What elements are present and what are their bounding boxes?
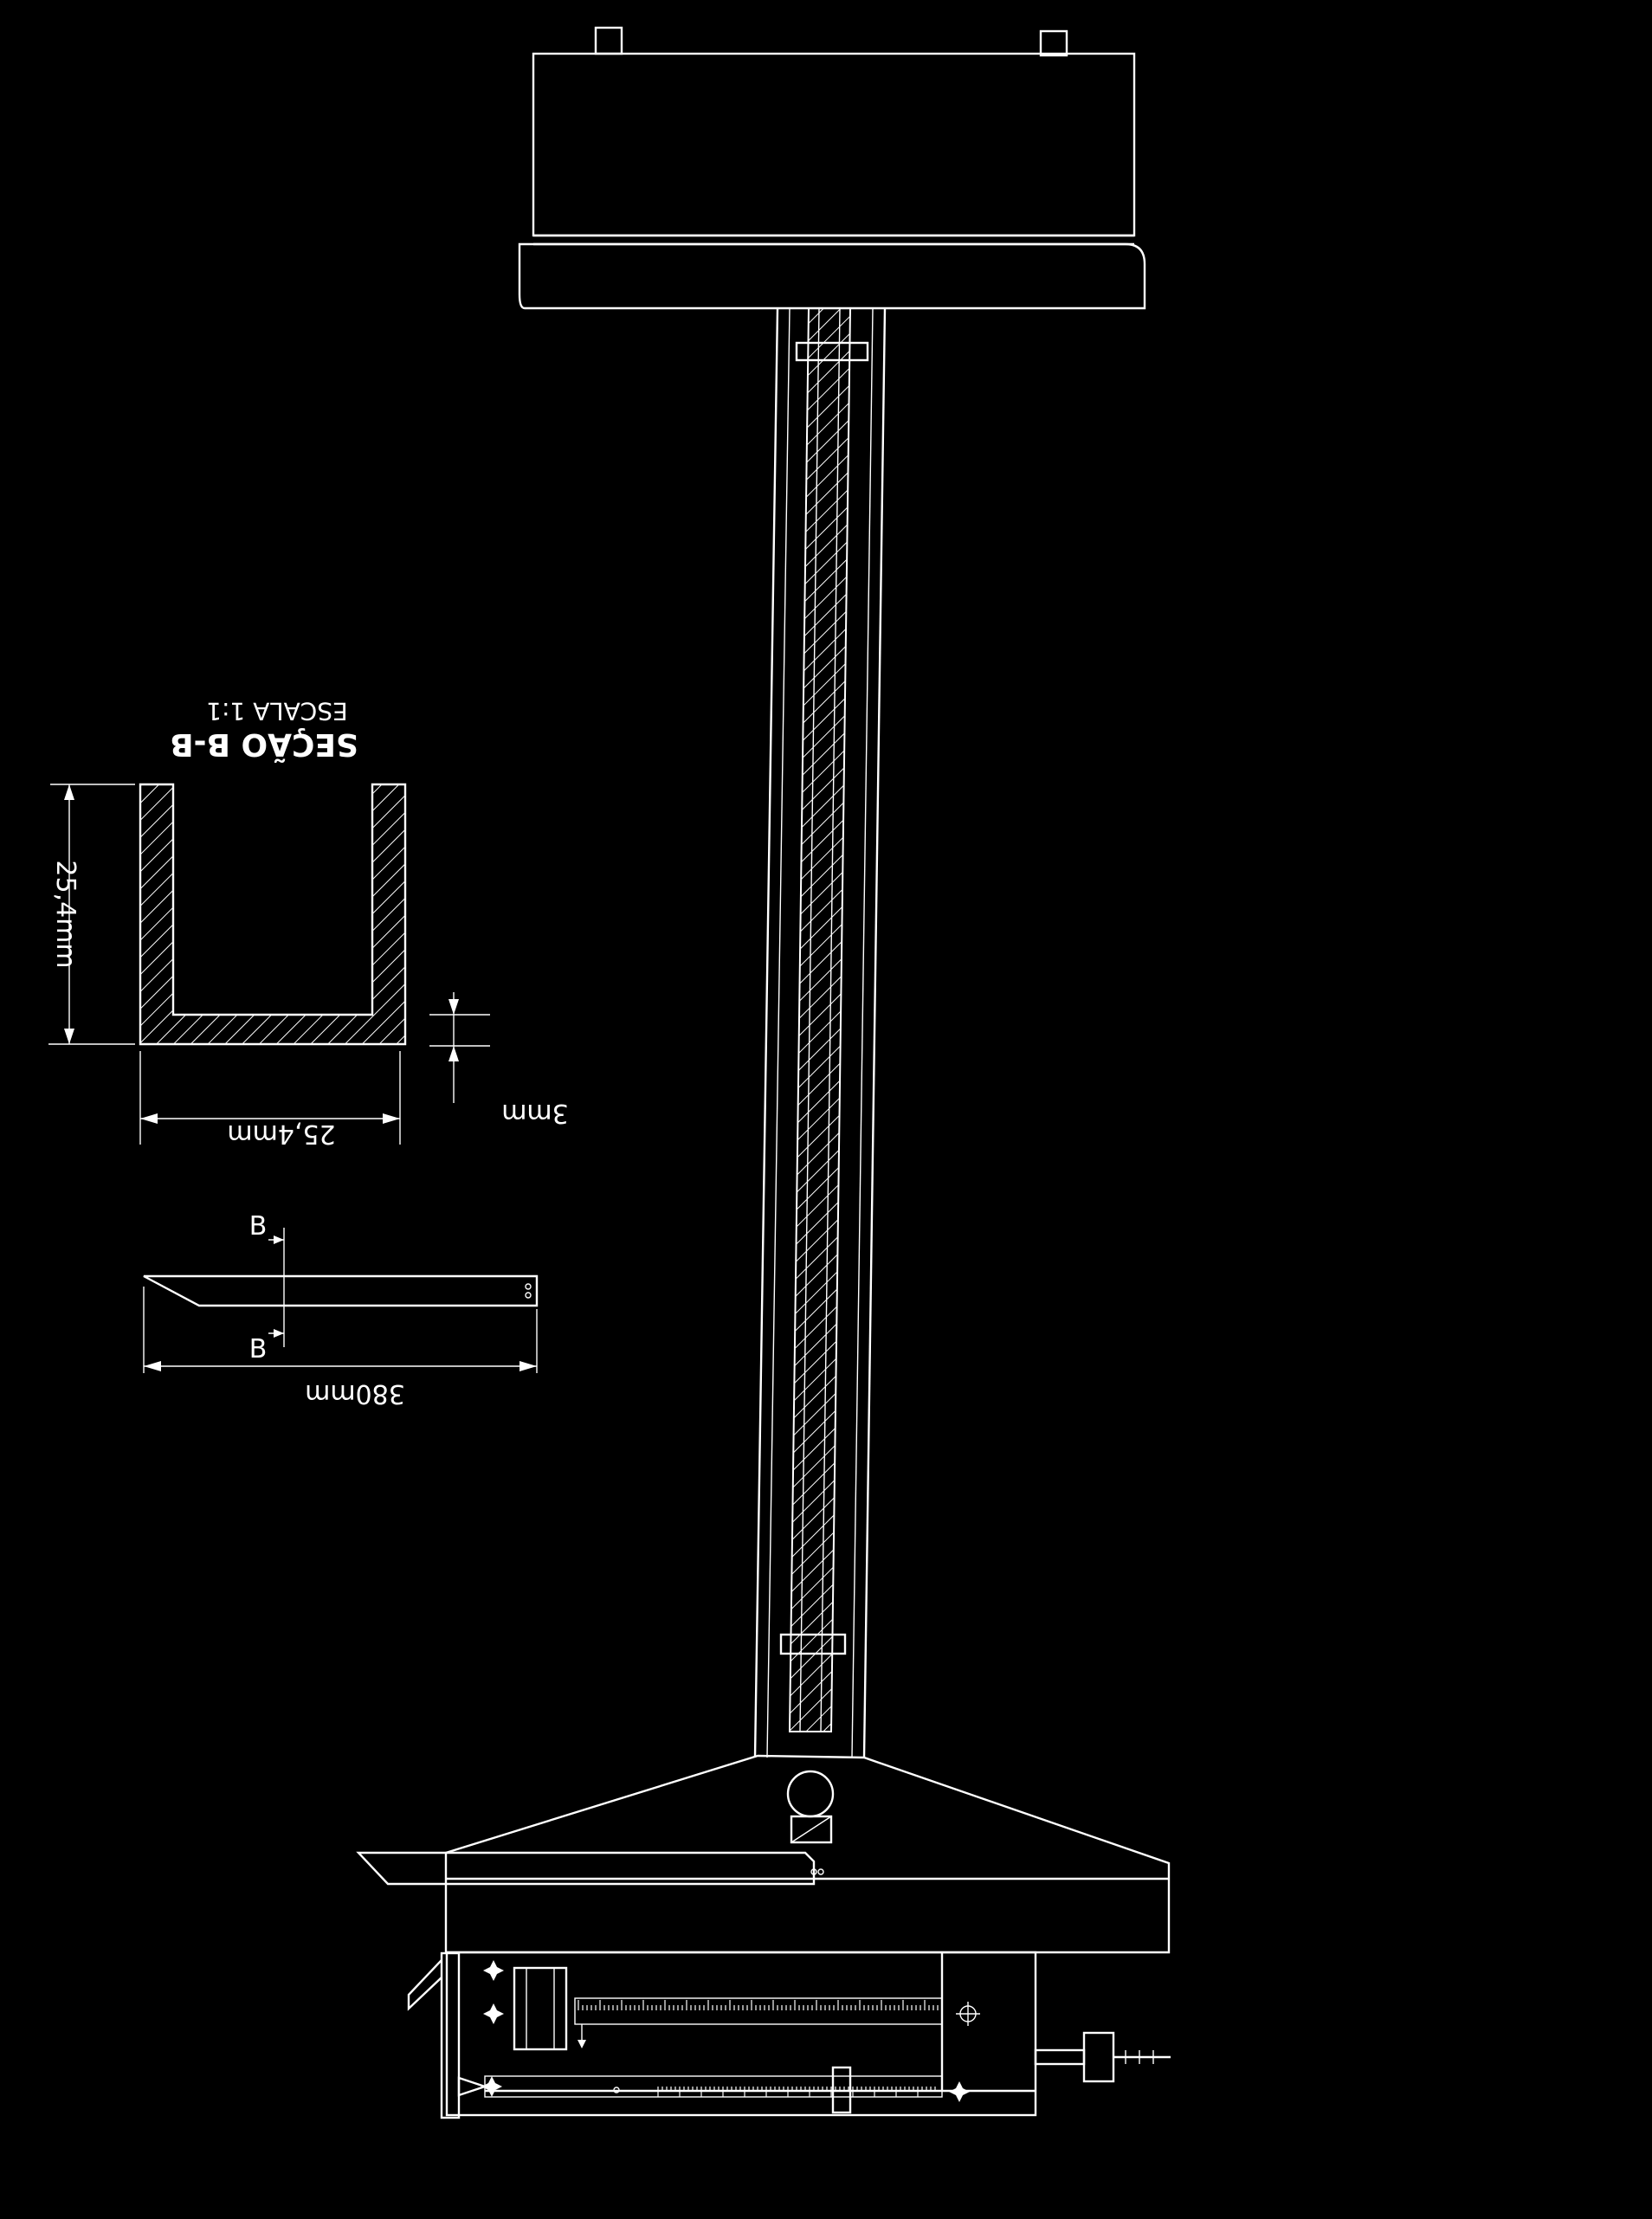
crosshair-icon xyxy=(956,2002,980,2026)
side-view: B B 380mm xyxy=(143,1211,539,1409)
upright-assembly xyxy=(356,26,1171,2119)
vertical-column xyxy=(753,307,887,1758)
section-view: SEÇÃO B-B ESCALA 1:1 25,4mm 3mm 25,4mm xyxy=(48,697,569,1149)
hatched-bar xyxy=(788,307,852,1732)
section-marker-top: B xyxy=(249,1211,268,1242)
width-dimension-label: 25,4mm xyxy=(227,1119,335,1149)
section-marker-bottom: B xyxy=(249,1334,268,1364)
section-scale: ESCALA 1:1 xyxy=(206,697,348,726)
section-title: SEÇÃO B-B xyxy=(170,726,358,763)
scale-ticks-top xyxy=(578,2000,939,2010)
vernier-box xyxy=(407,1951,1171,2119)
length-dimension-label: 380mm xyxy=(305,1378,405,1409)
u-channel-section xyxy=(139,783,407,1046)
top-weight-block xyxy=(518,26,1146,310)
height-dimension-label: 25,4mm xyxy=(50,860,81,968)
base-wedge xyxy=(356,1754,1171,1954)
scale-ticks-bottom xyxy=(657,2087,936,2097)
thickness-dimension-label: 3mm xyxy=(501,1098,569,1128)
